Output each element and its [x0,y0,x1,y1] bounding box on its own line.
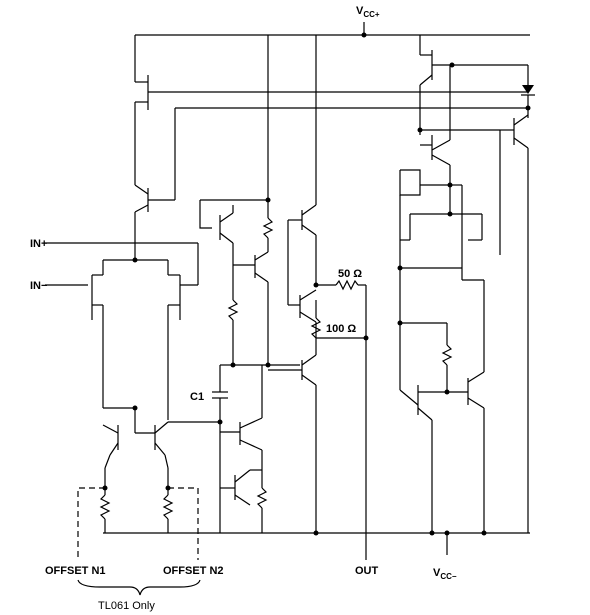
offset-n2-label: OFFSET N2 [163,565,224,577]
in-minus-label: IN− [30,280,47,292]
lower-bias-stage [220,365,268,533]
resistor-100-ohm-label: 100 Ω [326,323,356,335]
in-plus-label: IN+ [30,238,47,250]
vcc-minus-label: VCC− [433,567,457,581]
vcc-plus-label: VCC+ [356,5,380,19]
offset-null-dashed [77,487,201,596]
out-label: OUT [355,565,379,577]
capacitor-c1-label: C1 [190,391,204,403]
compensation-capacitor [212,364,233,533]
upper-left-current-mirror [134,35,528,260]
input-jfet-pair [45,242,199,420]
offset-n1-label: OFFSET N1 [45,565,106,577]
vcc-plus-rail [135,22,530,38]
output-stage [268,35,369,560]
right-bias-network [397,35,535,536]
active-load-mirror [102,405,223,469]
resistor-50-ohm-label: 50 Ω [338,268,362,280]
second-stage [199,35,300,368]
offset-resistors [99,468,174,533]
tl061-note-label: TL061 Only [98,600,155,612]
